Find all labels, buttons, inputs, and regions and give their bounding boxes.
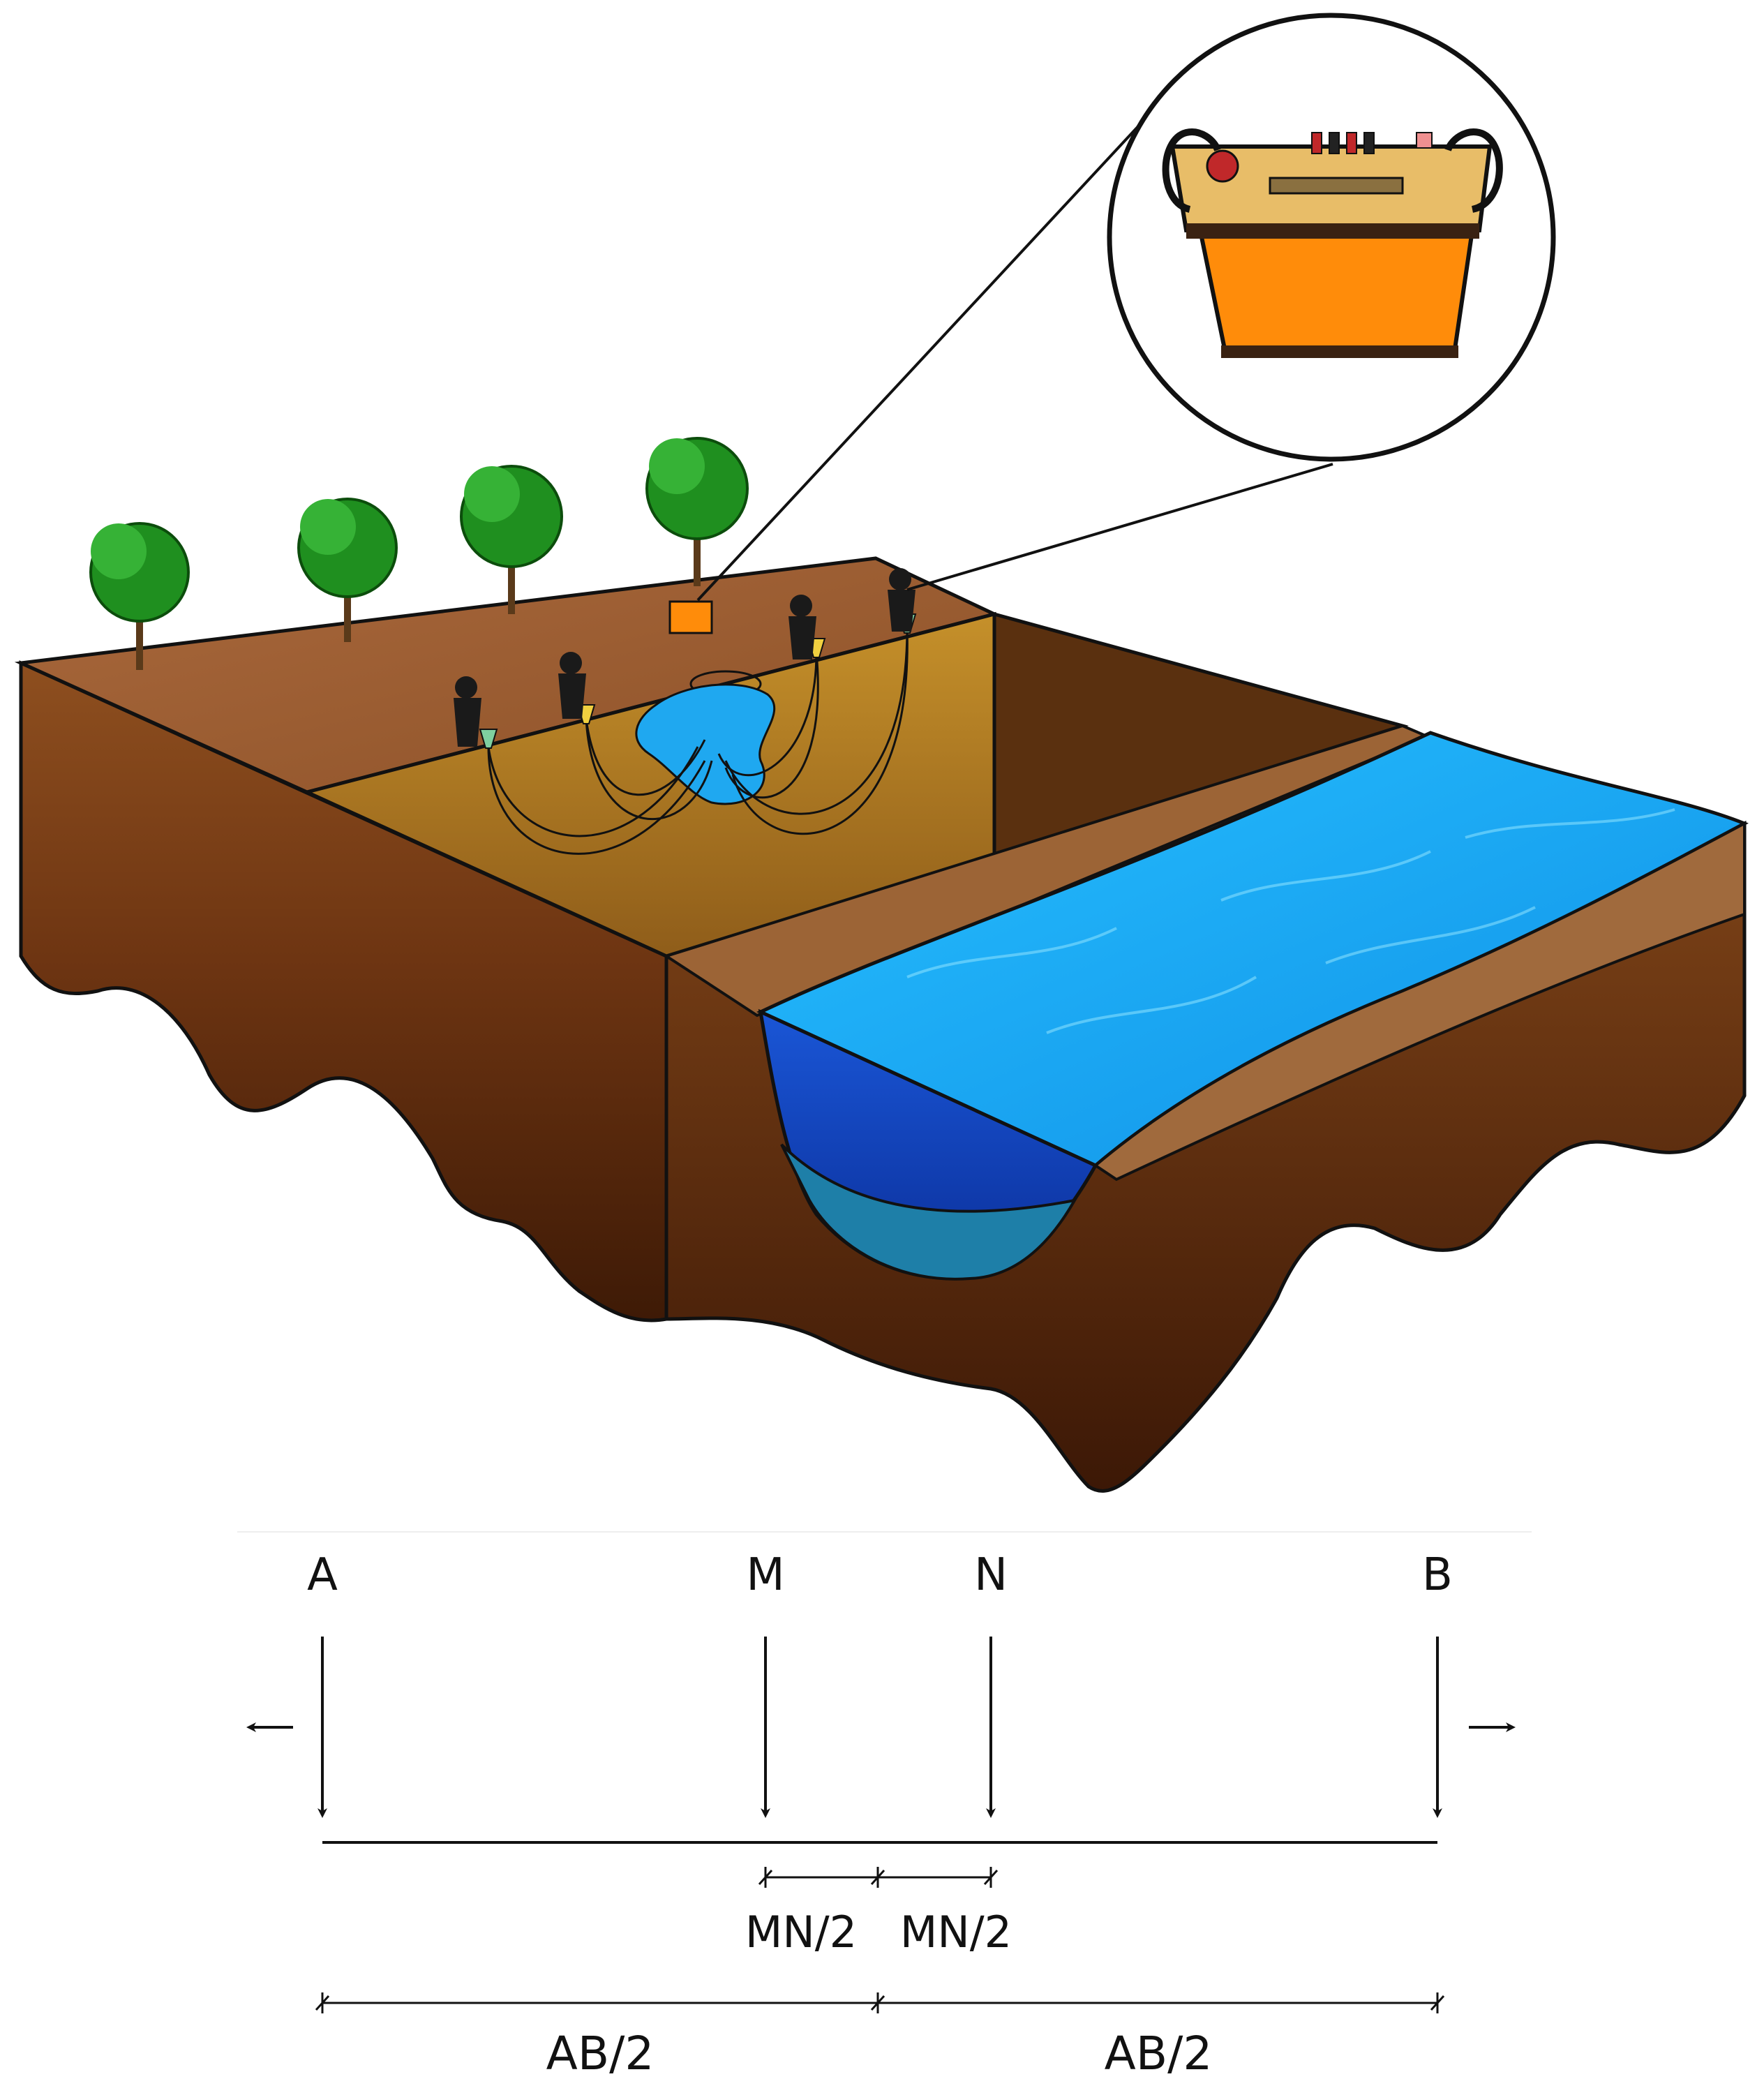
soil-block — [14, 556, 1749, 1493]
resistivity-meter-inset — [1107, 13, 1556, 462]
meter-handle-left — [1162, 128, 1221, 213]
operator — [888, 568, 915, 632]
electrode-label-b: B — [1422, 1549, 1453, 1601]
river-bed — [780, 1143, 1077, 1281]
mn-half-right-label: MN/2 — [900, 1907, 1012, 1958]
ab-half-right-label: AB/2 — [1105, 2027, 1213, 2079]
survey-setup — [454, 568, 917, 855]
meter-handle-right — [1444, 128, 1503, 213]
soil-front-left — [19, 660, 668, 1322]
trees — [89, 437, 749, 670]
operator — [454, 676, 481, 747]
electrode-arrows — [246, 1637, 1516, 1818]
tree — [645, 437, 749, 586]
electrode-label-n: N — [974, 1549, 1008, 1601]
ab-half-left-label: AB/2 — [546, 2027, 655, 2079]
electrode — [479, 729, 498, 749]
electrode-label-a: A — [307, 1549, 338, 1601]
electrode-label-m: M — [746, 1549, 784, 1601]
tree — [89, 522, 190, 670]
mn-dimension — [758, 1867, 999, 1888]
ab-dimension — [315, 1992, 1445, 2013]
electrode-array-schematic: A M N B MN/2 MN/2 — [237, 1531, 1532, 2079]
mn-half-left-label: MN/2 — [745, 1907, 857, 1958]
meter-display — [1269, 177, 1404, 195]
operator — [558, 652, 586, 719]
operator — [788, 595, 816, 660]
inset-callout-lines — [696, 103, 1333, 602]
operators — [454, 568, 915, 747]
tree — [297, 498, 398, 642]
river-bank-right — [1093, 821, 1746, 1182]
water-ripples — [906, 808, 1675, 1034]
meter-on-ground — [668, 600, 713, 634]
tree — [460, 465, 563, 614]
resistivity-meter — [1162, 128, 1503, 358]
meter-knob — [1206, 149, 1239, 183]
cables — [487, 627, 909, 855]
